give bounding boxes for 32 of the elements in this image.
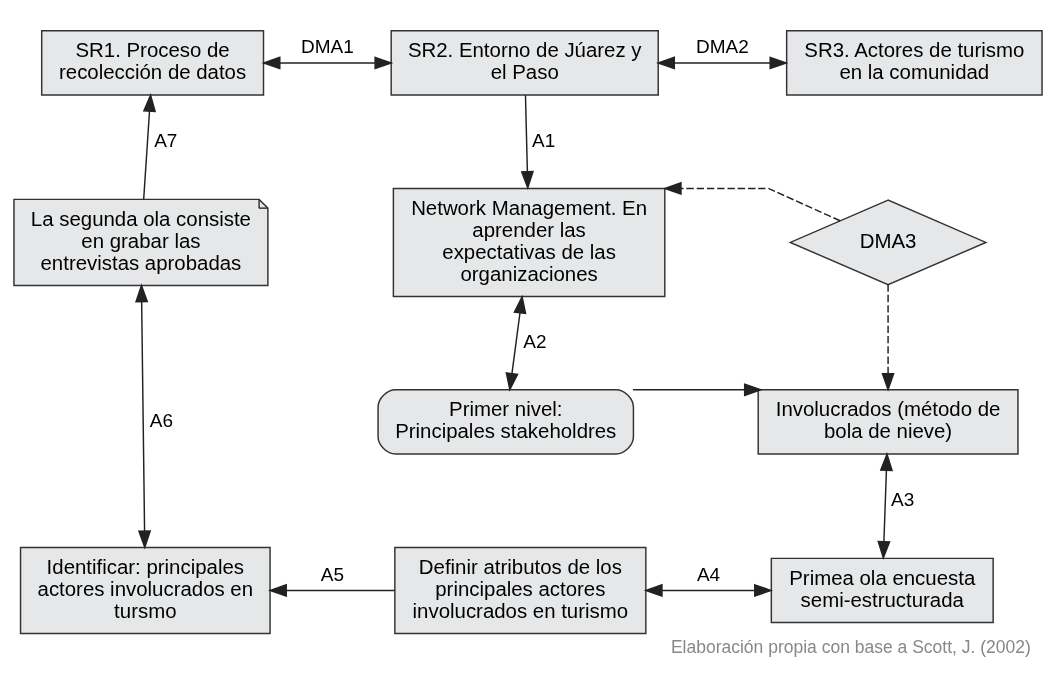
arrow — [505, 294, 527, 392]
node-diamond: DMA3 — [788, 198, 988, 286]
caption: Elaboración propia con base a Scott, J. (2002) — [670, 636, 1031, 657]
edge-label: A1 — [532, 129, 556, 151]
node-box: Identificar: principales actores involucrados en tursmo — [19, 546, 271, 634]
arrow — [656, 55, 789, 70]
node-box: Definir atributos de los principales actores involucrados en turismo — [394, 546, 647, 634]
edge-label: A6 — [149, 409, 173, 431]
node-box: Primer nivel: Principales stakeholdres — [377, 388, 635, 455]
arrow — [643, 583, 773, 597]
edge-label: A4 — [696, 563, 721, 585]
arrow — [268, 583, 396, 597]
edge-label: A7 — [154, 129, 178, 151]
node-box: Involucrados (método de bola de nieve) — [757, 388, 1019, 455]
edge-label: A5 — [320, 563, 345, 585]
node-box: Primea ola encuesta semi-estructurada — [770, 557, 994, 623]
arrow — [877, 451, 894, 560]
node-box: SR2. Entorno de Júarez y el Paso — [390, 29, 659, 96]
arrow — [632, 382, 763, 396]
edge-label: DMA2 — [696, 35, 749, 57]
edge-label: A3 — [891, 488, 915, 510]
node-box: SR3. Actores de turismo en la comunidad — [785, 29, 1043, 96]
edge-label: A2 — [523, 330, 547, 352]
arrow — [881, 283, 895, 392]
edge-label: DMA1 — [301, 35, 354, 57]
node-box: SR1. Proceso de recolección de datos — [40, 29, 265, 96]
arrow — [135, 282, 152, 549]
arrow — [662, 181, 841, 221]
node-box: Network Management. En aprender las expectativas de las organizaciones — [392, 187, 666, 297]
arrow — [261, 55, 394, 70]
arrow — [142, 92, 157, 200]
arrow — [520, 93, 534, 190]
